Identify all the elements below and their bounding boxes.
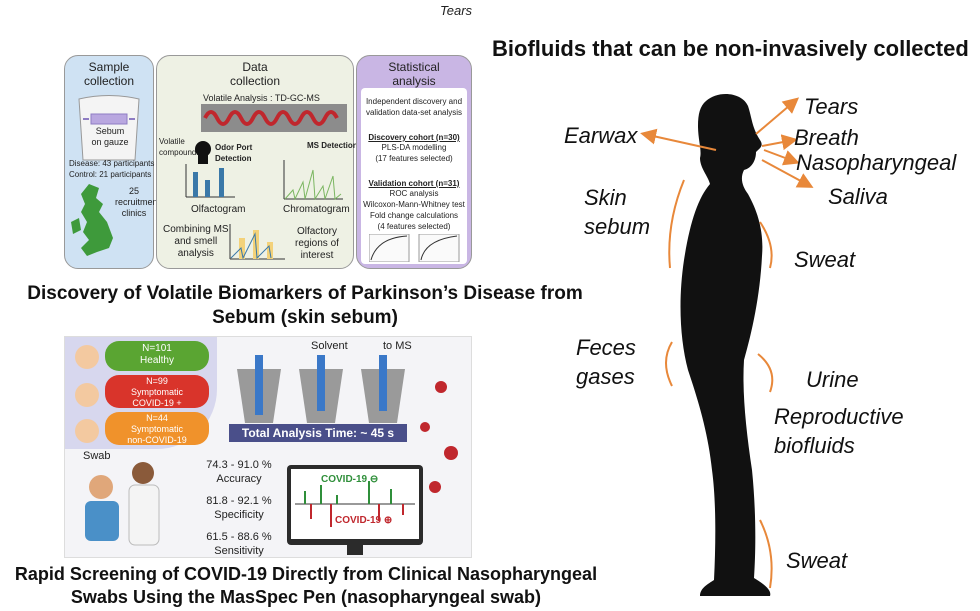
earwax-arrow xyxy=(640,128,717,151)
plus-icon: ⊕ xyxy=(383,515,393,526)
olfactogram-bars xyxy=(185,164,235,198)
tears-arrow xyxy=(755,97,800,135)
discovery-cohort: Discovery cohort (n=30) xyxy=(368,133,460,142)
top-label: Tears xyxy=(440,3,473,18)
monitor-stand xyxy=(347,545,363,555)
combining-label: Combining MS and smell analysis xyxy=(163,224,229,259)
covid-positive-text: COVID-19 xyxy=(335,515,382,526)
to-ms-label: to MS xyxy=(383,340,412,352)
covid-negative-label: COVID-19 ⊖ xyxy=(321,474,378,485)
solvent-label: Solvent xyxy=(311,340,348,352)
label-nasopharyngeal: Nasopharyngeal xyxy=(796,150,957,175)
label-saliva: Saliva xyxy=(828,184,888,209)
masspec-pen-steps xyxy=(237,355,405,423)
group-non-covid: N=44 Symptomatic non-COVID-19 xyxy=(105,412,209,445)
covid-positive-label: COVID-19 ⊕ xyxy=(335,515,392,526)
specificity-name: Specificity xyxy=(214,509,264,521)
figure-title: Biofluids that can be non-invasively col… xyxy=(492,36,969,61)
sensitivity-name: Sensitivity xyxy=(214,545,264,557)
clinics-label: 25 recruitment clinics xyxy=(115,186,161,218)
label-feces-gases: Feces gases xyxy=(576,335,636,389)
label-breath: Breath xyxy=(794,125,859,150)
label-urine: Urine xyxy=(806,367,859,392)
breath-arrow xyxy=(761,134,798,151)
accuracy-name: Accuracy xyxy=(216,473,262,485)
sweat-lower-bracket xyxy=(759,519,773,589)
minus-icon: ⊖ xyxy=(369,474,379,485)
disease-count: Disease: 43 participants xyxy=(69,159,155,168)
gauze-label: Sebum on gauze xyxy=(91,126,129,147)
chromatogram-label: Chromatogram xyxy=(283,204,350,215)
olfactory-regions-label: Olfactory regions of interest xyxy=(295,226,339,261)
specificity-value: 81.8 - 92.1 % xyxy=(206,495,272,507)
analysis-label: Volatile Analysis : TD-GC-MS xyxy=(203,93,320,103)
data-collection-panel: Data collection Volatile Analysis : TD-G… xyxy=(156,55,358,269)
sample-collection-panel: Sample collection Sebum on gauze Disease… xyxy=(64,55,161,269)
validation-cohort: Validation cohort (n=31) xyxy=(368,179,460,188)
roc-plots xyxy=(369,234,460,262)
label-reproductive: Reproductive biofluids xyxy=(774,404,904,458)
sensitivity-value: 61.5 - 88.6 % xyxy=(206,531,272,543)
label-sweat-upper: Sweat xyxy=(794,247,856,272)
label-skin-sebum: Skin sebum xyxy=(584,185,651,239)
odor-port-label: Odor Port Detection xyxy=(215,143,253,163)
spectrum-plot xyxy=(295,481,415,527)
sweat-upper-bracket xyxy=(759,221,773,269)
discovery-detail: PLS-DA modelling (17 features selected) xyxy=(375,143,453,163)
nasopharyngeal-arrow xyxy=(763,149,800,166)
label-sweat-lower: Sweat xyxy=(786,548,848,573)
swab-label: Swab xyxy=(83,450,111,462)
study1-caption: Discovery of Volatile Biomarkers of Park… xyxy=(27,283,583,328)
group-healthy: N=101 Healthy xyxy=(105,341,209,371)
analysis-time-banner: Total Analysis Time: ~ 45 s xyxy=(229,424,407,442)
patient-avatars xyxy=(75,345,99,443)
control-count: Control: 21 participants xyxy=(69,170,152,179)
study2-caption: Rapid Screening of COVID-19 Directly fro… xyxy=(14,564,598,607)
skin-sebum-bracket xyxy=(668,179,685,269)
group-covid-positive: N=99 Symptomatic COVID-19 + xyxy=(105,375,209,408)
virus-particles xyxy=(420,381,458,493)
study1-figure: Sample collection Sebum on gauze Disease… xyxy=(64,55,472,270)
label-earwax: Earwax xyxy=(564,123,638,148)
gc-column-illustration xyxy=(201,104,347,132)
ms-detection-label: MS Detection xyxy=(307,141,358,150)
combined-plot xyxy=(229,224,285,260)
statistical-analysis-panel: Statistical analysis Independent discove… xyxy=(356,55,472,269)
volatile-label: Volatile compounds xyxy=(159,137,201,157)
torso-gauze-illustration xyxy=(78,95,140,161)
chromatogram-plot xyxy=(283,160,343,200)
stats-intro: Independent discovery and validation dat… xyxy=(365,97,463,117)
olfactogram-label: Olfactogram xyxy=(191,204,246,215)
accuracy-value: 74.3 - 91.0 % xyxy=(206,459,272,471)
covid-negative-text: COVID-19 xyxy=(321,474,368,485)
swab-scene-illustration xyxy=(85,462,160,546)
validation-detail: ROC analysis Wilcoxon-Mann-Whitney test … xyxy=(363,189,465,231)
label-tears: Tears xyxy=(804,94,859,119)
feces-bracket xyxy=(665,341,673,387)
urine-bracket xyxy=(757,353,774,393)
saliva-arrow xyxy=(761,159,814,188)
study2-figure: N=101 Healthy N=99 Symptomatic COVID-19 … xyxy=(64,336,472,558)
uk-map-illustration xyxy=(71,184,113,256)
head-sniffing-icon xyxy=(195,141,211,164)
sample-collection-title: Sample collection xyxy=(83,60,135,88)
statistical-analysis-title: Statistical analysis xyxy=(388,60,440,88)
data-collection-title: Data collection xyxy=(229,60,281,88)
